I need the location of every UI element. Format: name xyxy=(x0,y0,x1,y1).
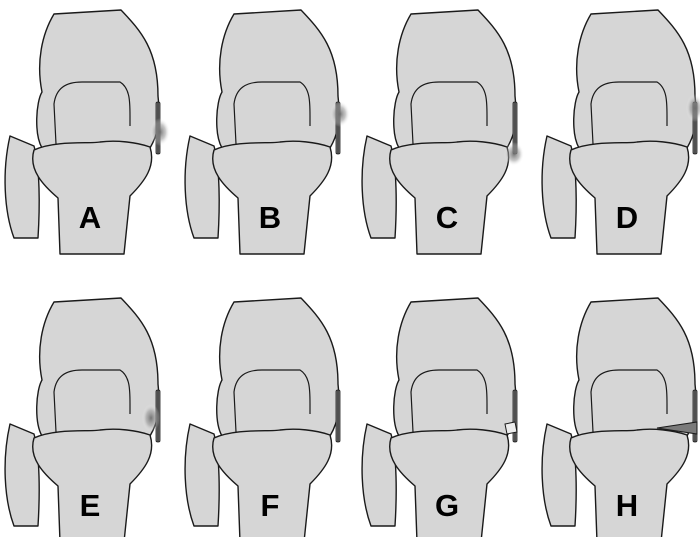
lesion-shadow xyxy=(330,101,350,127)
knee-panel-d: D xyxy=(542,10,700,254)
knee-panel-h: H xyxy=(542,298,697,537)
knee-panel-b: B xyxy=(185,10,350,254)
panel-label: E xyxy=(80,488,101,523)
knee-panel-f: F xyxy=(185,298,340,537)
lesion-shadow xyxy=(142,404,160,432)
knee-panel-a: A xyxy=(5,10,170,254)
panel-label: C xyxy=(436,200,458,235)
panel-label: D xyxy=(616,200,638,235)
panel-label: B xyxy=(259,200,281,235)
panel-label: G xyxy=(435,488,459,523)
bone-fragment xyxy=(505,422,517,434)
knee-panel-c: C xyxy=(362,10,524,254)
panel-label: A xyxy=(79,200,101,235)
lesion-shadow xyxy=(504,142,524,166)
panel-label: H xyxy=(616,488,638,523)
knee-panel-e: E xyxy=(5,298,160,537)
panel-label: F xyxy=(261,488,280,523)
knee-panel-g: G xyxy=(362,298,517,537)
lesion-shadow xyxy=(150,118,170,146)
